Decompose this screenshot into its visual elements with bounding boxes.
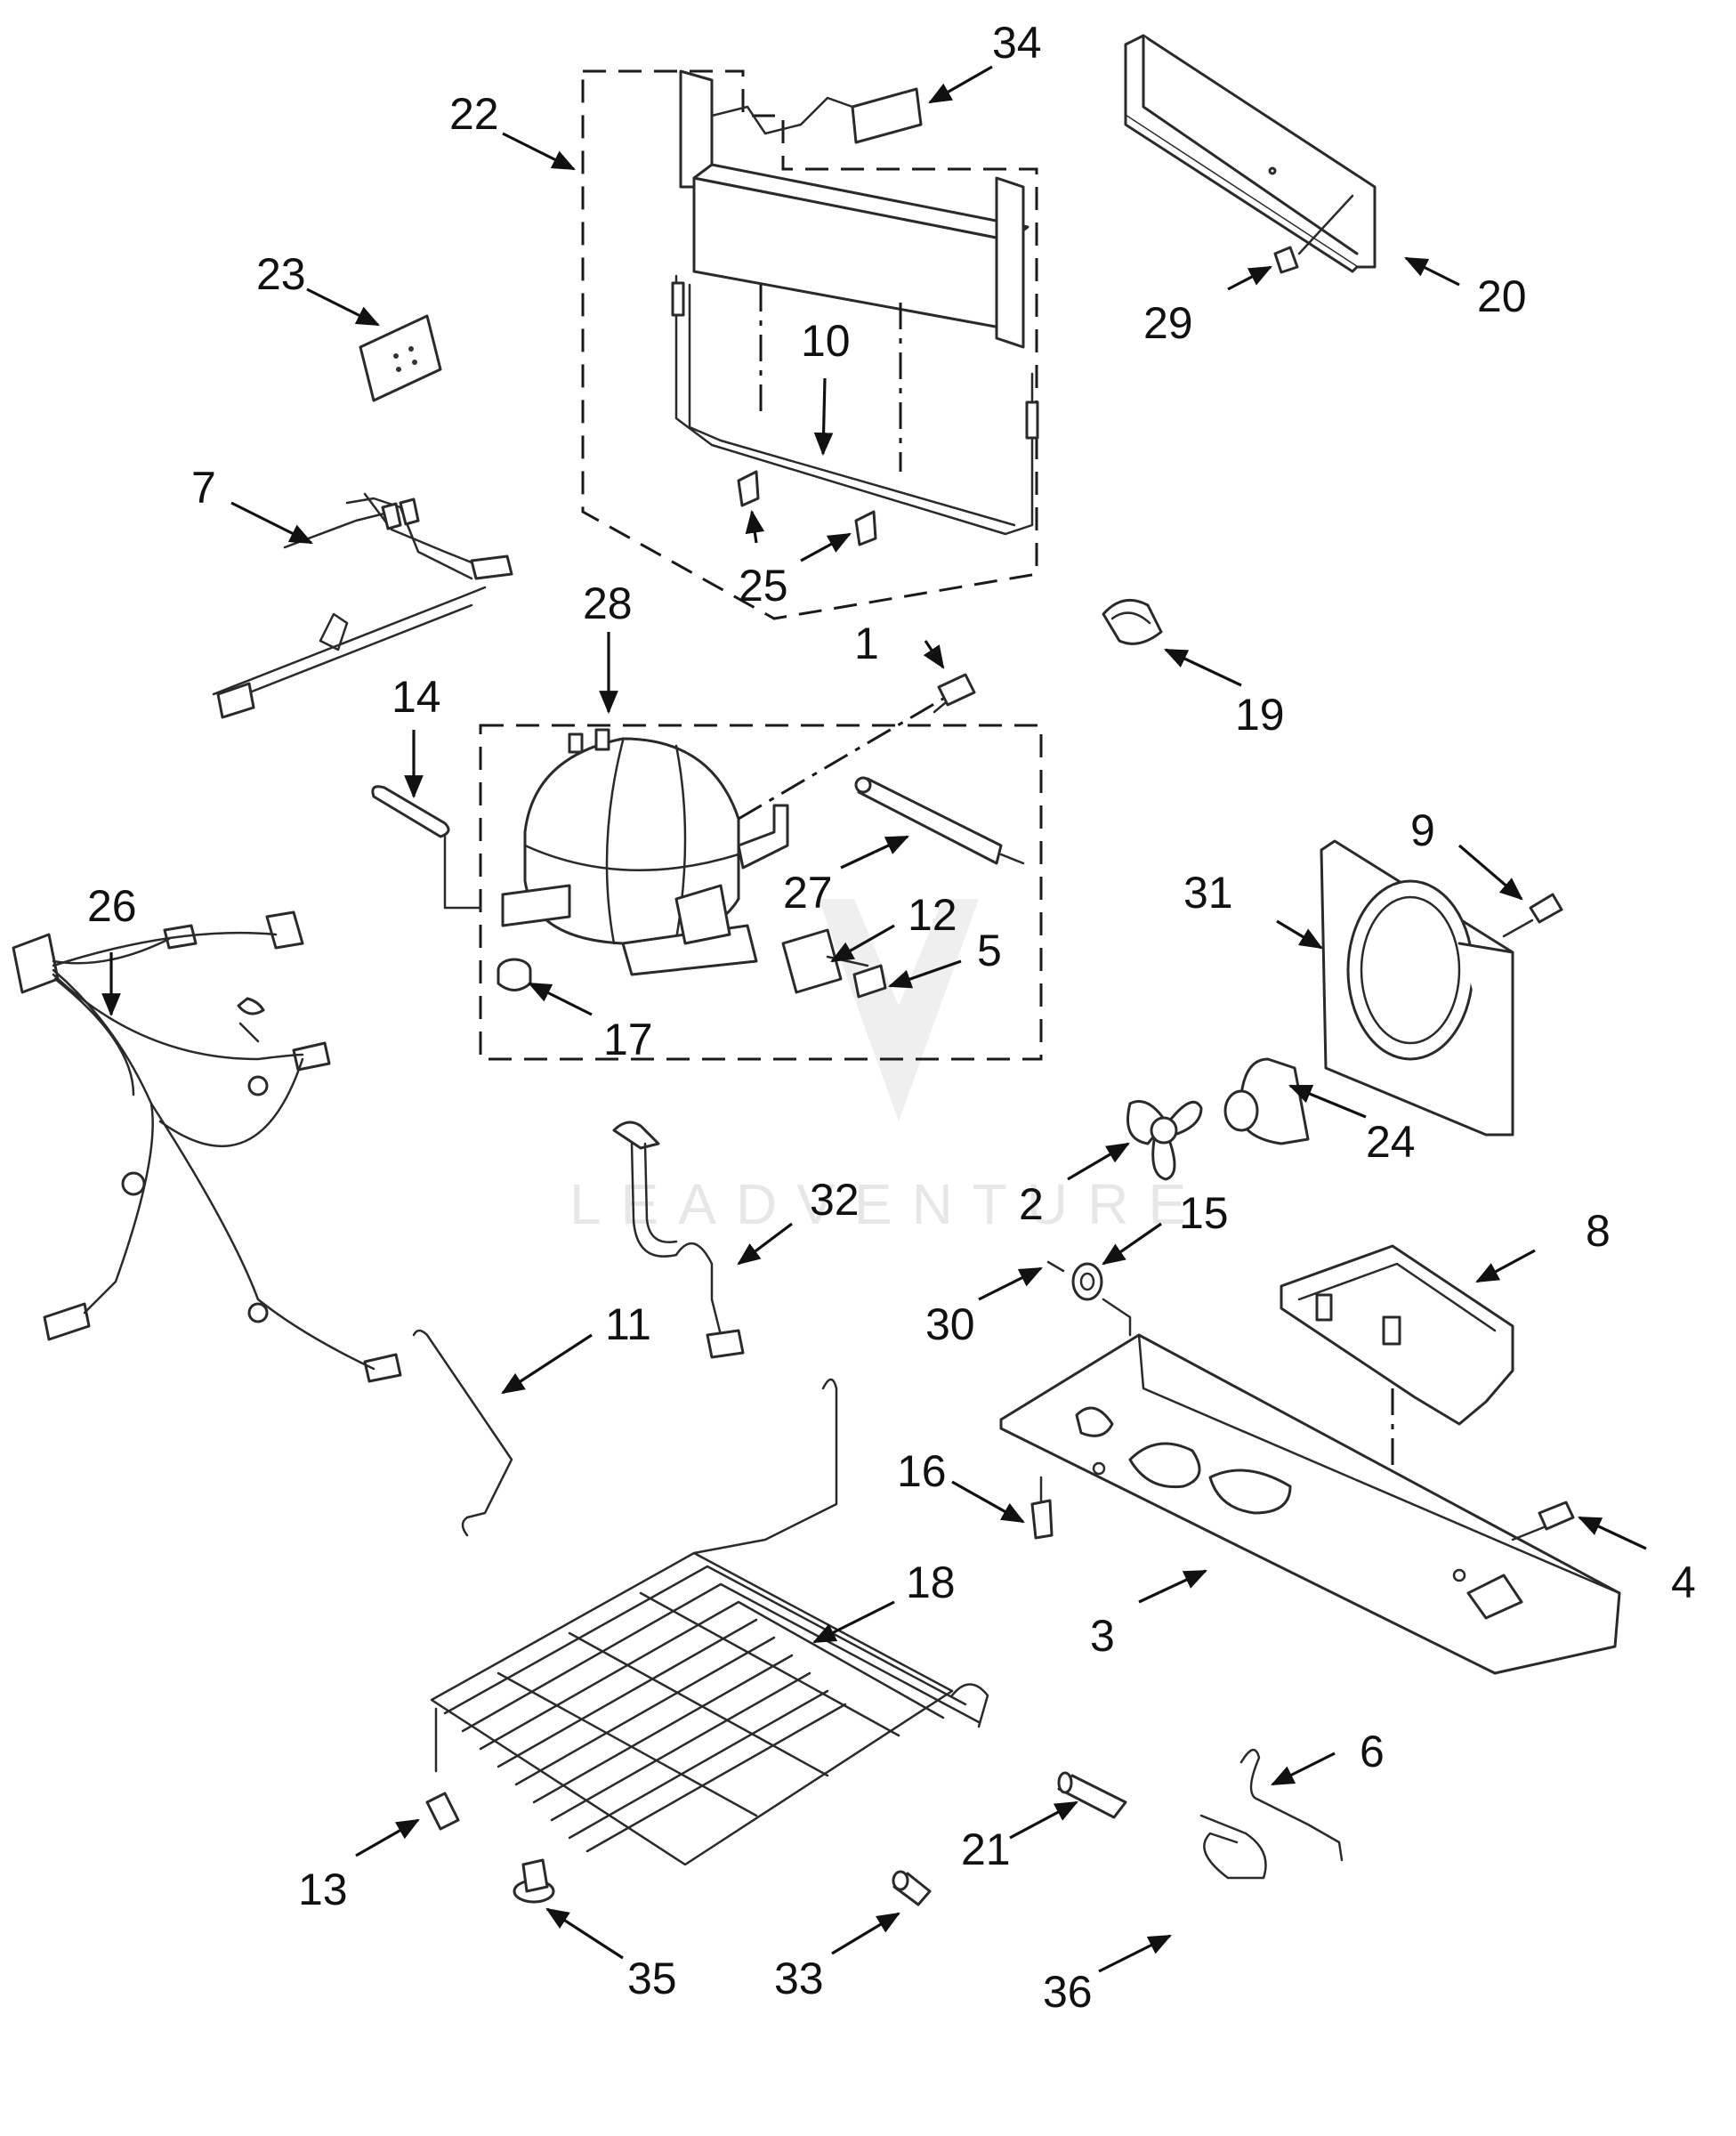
- callout-27: 27: [783, 868, 833, 918]
- callout-8: 8: [1586, 1206, 1611, 1256]
- part-11-rod: [412, 1329, 513, 1537]
- part-35-fastener: [513, 1858, 555, 1904]
- watermark-text: LEADVENTURE: [569, 1172, 1206, 1236]
- part-20-box-panel: [1124, 34, 1377, 273]
- callout-36: 36: [1043, 1967, 1093, 2017]
- part-25-clips: [737, 470, 877, 546]
- callout-29: 29: [1143, 298, 1193, 348]
- callout-21: 21: [961, 1824, 1011, 1874]
- part-4-screw: [1511, 1501, 1575, 1541]
- part-36-hairpin: [1199, 1814, 1267, 1880]
- part-31-fan-shroud: [1320, 839, 1514, 1137]
- part-9-screw: [1502, 893, 1563, 938]
- part-33-bushing: [892, 1870, 932, 1906]
- part-29-clip: [1273, 194, 1354, 274]
- callout-33: 33: [774, 1954, 824, 2003]
- part-8-drain-tray: [1280, 1244, 1514, 1566]
- callout-24: 24: [1366, 1117, 1416, 1167]
- callout-7: 7: [191, 463, 216, 513]
- part-27-drier: [854, 776, 1025, 865]
- part-28-compressor: [501, 697, 944, 976]
- part-10-guide-lines: [759, 285, 902, 472]
- callout-16: 16: [897, 1446, 947, 1496]
- callout-20: 20: [1477, 271, 1527, 321]
- part-1-screw: [933, 673, 976, 714]
- callout-labels: 1 2 3 4 5 6 7 8 9 10 11 12 13 14 15 16 1…: [87, 18, 1696, 2017]
- callout-9: 9: [1410, 805, 1435, 855]
- part-3-base-plate: [999, 1333, 1621, 1675]
- callout-35: 35: [627, 1954, 677, 2003]
- callout-13: 13: [298, 1865, 348, 1914]
- part-13-clip: [425, 1792, 460, 1831]
- callout-30: 30: [925, 1299, 975, 1349]
- part-30-pin: [1046, 1260, 1065, 1273]
- part-14-strap: [371, 785, 482, 910]
- leader-arrows: [101, 65, 1647, 1973]
- part-24-fan-motor: [1223, 1057, 1310, 1145]
- part-16-screw: [1030, 1476, 1054, 1540]
- callout-31: 31: [1183, 868, 1233, 918]
- callout-28: 28: [583, 578, 633, 628]
- part-26-main-harness: [12, 910, 402, 1383]
- callout-18: 18: [906, 1558, 956, 1607]
- part-19-clip: [1102, 598, 1163, 645]
- callout-4: 4: [1671, 1558, 1696, 1607]
- part-22-condenser-coil: [671, 69, 1039, 536]
- part-2-fan-blade: [1126, 1100, 1203, 1181]
- part-21-sleeve: [1057, 1771, 1127, 1819]
- callout-22: 22: [449, 89, 499, 139]
- callout-23: 23: [256, 249, 306, 299]
- callout-11: 11: [605, 1299, 651, 1349]
- condenser-assembly-boundary: [581, 69, 1038, 620]
- part-18-wire-condenser: [430, 1378, 989, 1866]
- callout-26: 26: [87, 881, 137, 931]
- callout-10: 10: [801, 316, 851, 366]
- callout-1: 1: [854, 619, 879, 668]
- part-15-grommet: [1071, 1262, 1132, 1337]
- callout-12: 12: [908, 890, 957, 940]
- part-23-board: [359, 314, 442, 402]
- callout-14: 14: [392, 672, 441, 722]
- watermark: LEADVENTURE: [569, 899, 1206, 1236]
- part-34-plate: [710, 87, 923, 144]
- callout-3: 3: [1090, 1611, 1115, 1661]
- callout-5: 5: [977, 926, 1002, 975]
- callout-32: 32: [810, 1175, 860, 1225]
- callout-17: 17: [603, 1015, 653, 1064]
- callout-6: 6: [1360, 1727, 1385, 1776]
- part-32-tube: [612, 1121, 745, 1359]
- callout-25: 25: [739, 561, 788, 611]
- compressor-assembly-boundary: [479, 724, 1043, 1061]
- callout-34: 34: [992, 18, 1042, 68]
- part-6-wire: [1239, 1749, 1344, 1862]
- part-7-wire-harness: [212, 492, 513, 719]
- callout-15: 15: [1179, 1188, 1229, 1238]
- part-17-grommet: [497, 958, 532, 991]
- callout-19: 19: [1235, 690, 1285, 740]
- part-5-relay-cover: [852, 964, 887, 999]
- callout-2: 2: [1019, 1179, 1044, 1229]
